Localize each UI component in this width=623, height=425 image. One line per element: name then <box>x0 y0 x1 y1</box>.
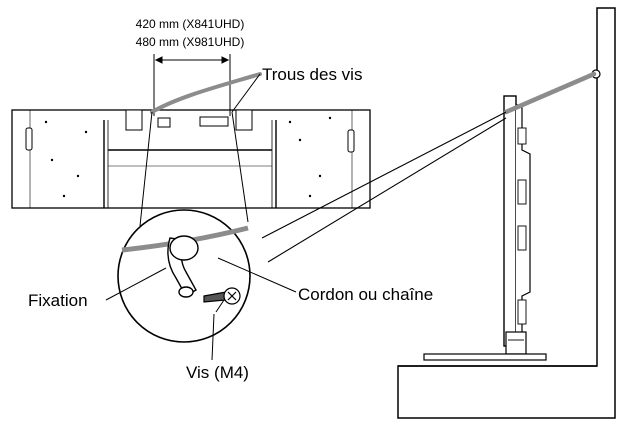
leader-cord <box>217 257 297 293</box>
screw-hole-left <box>157 117 171 128</box>
tv-back-detail-1 <box>517 179 527 205</box>
rear-bracket-2 <box>235 109 253 131</box>
tv-stand-neck <box>505 331 527 355</box>
rear-dots <box>44 116 332 198</box>
leader-fixation <box>105 267 167 301</box>
dimension-text-2: 480 mm (X981UHD) <box>136 35 245 49</box>
tv-back-detail-2 <box>517 225 527 251</box>
screw-pointer <box>215 299 225 313</box>
label-leaders <box>105 257 297 361</box>
screw-hole-right <box>199 116 229 127</box>
tv-back-detail-3 <box>517 299 527 325</box>
cord-rear-left <box>150 72 262 114</box>
tv-rear-panel <box>11 109 371 209</box>
cord-label: Cordon ou chaîne <box>298 285 433 304</box>
wall-and-floor <box>397 7 616 419</box>
rear-cord <box>139 72 262 227</box>
screw-m4 <box>203 287 241 305</box>
dimension-arrow-right <box>221 56 230 64</box>
tv-side-view <box>423 95 547 361</box>
connector-lower <box>267 117 507 263</box>
connector-upper <box>261 111 507 239</box>
dimension-marker <box>153 54 231 116</box>
rear-bracket-1 <box>125 109 143 131</box>
connector-lines <box>261 111 507 263</box>
tv-side-panel <box>503 95 517 347</box>
cord-to-wall <box>503 71 597 115</box>
tv-back-detail-4 <box>517 127 527 145</box>
screw-holes-label: Trous des vis <box>262 65 362 84</box>
tv-stand-base <box>423 353 547 361</box>
fixation-label: Fixation <box>28 291 88 310</box>
detail-magnifier <box>117 209 251 343</box>
zoom-line-right <box>231 111 249 223</box>
tv-rear-view <box>11 109 371 209</box>
dimension-text-1: 420 mm (X841UHD) <box>136 17 245 31</box>
screw-label: Vis (M4) <box>186 363 249 382</box>
rear-handle-right <box>347 129 355 153</box>
fixation-clamp <box>167 235 199 298</box>
side-cord <box>503 69 601 115</box>
dimension-arrow-left <box>154 56 163 64</box>
zoom-line-left <box>139 111 153 227</box>
screw-hole-leader <box>231 73 261 113</box>
rear-handle-left <box>25 127 33 151</box>
leader-screw <box>211 313 215 361</box>
